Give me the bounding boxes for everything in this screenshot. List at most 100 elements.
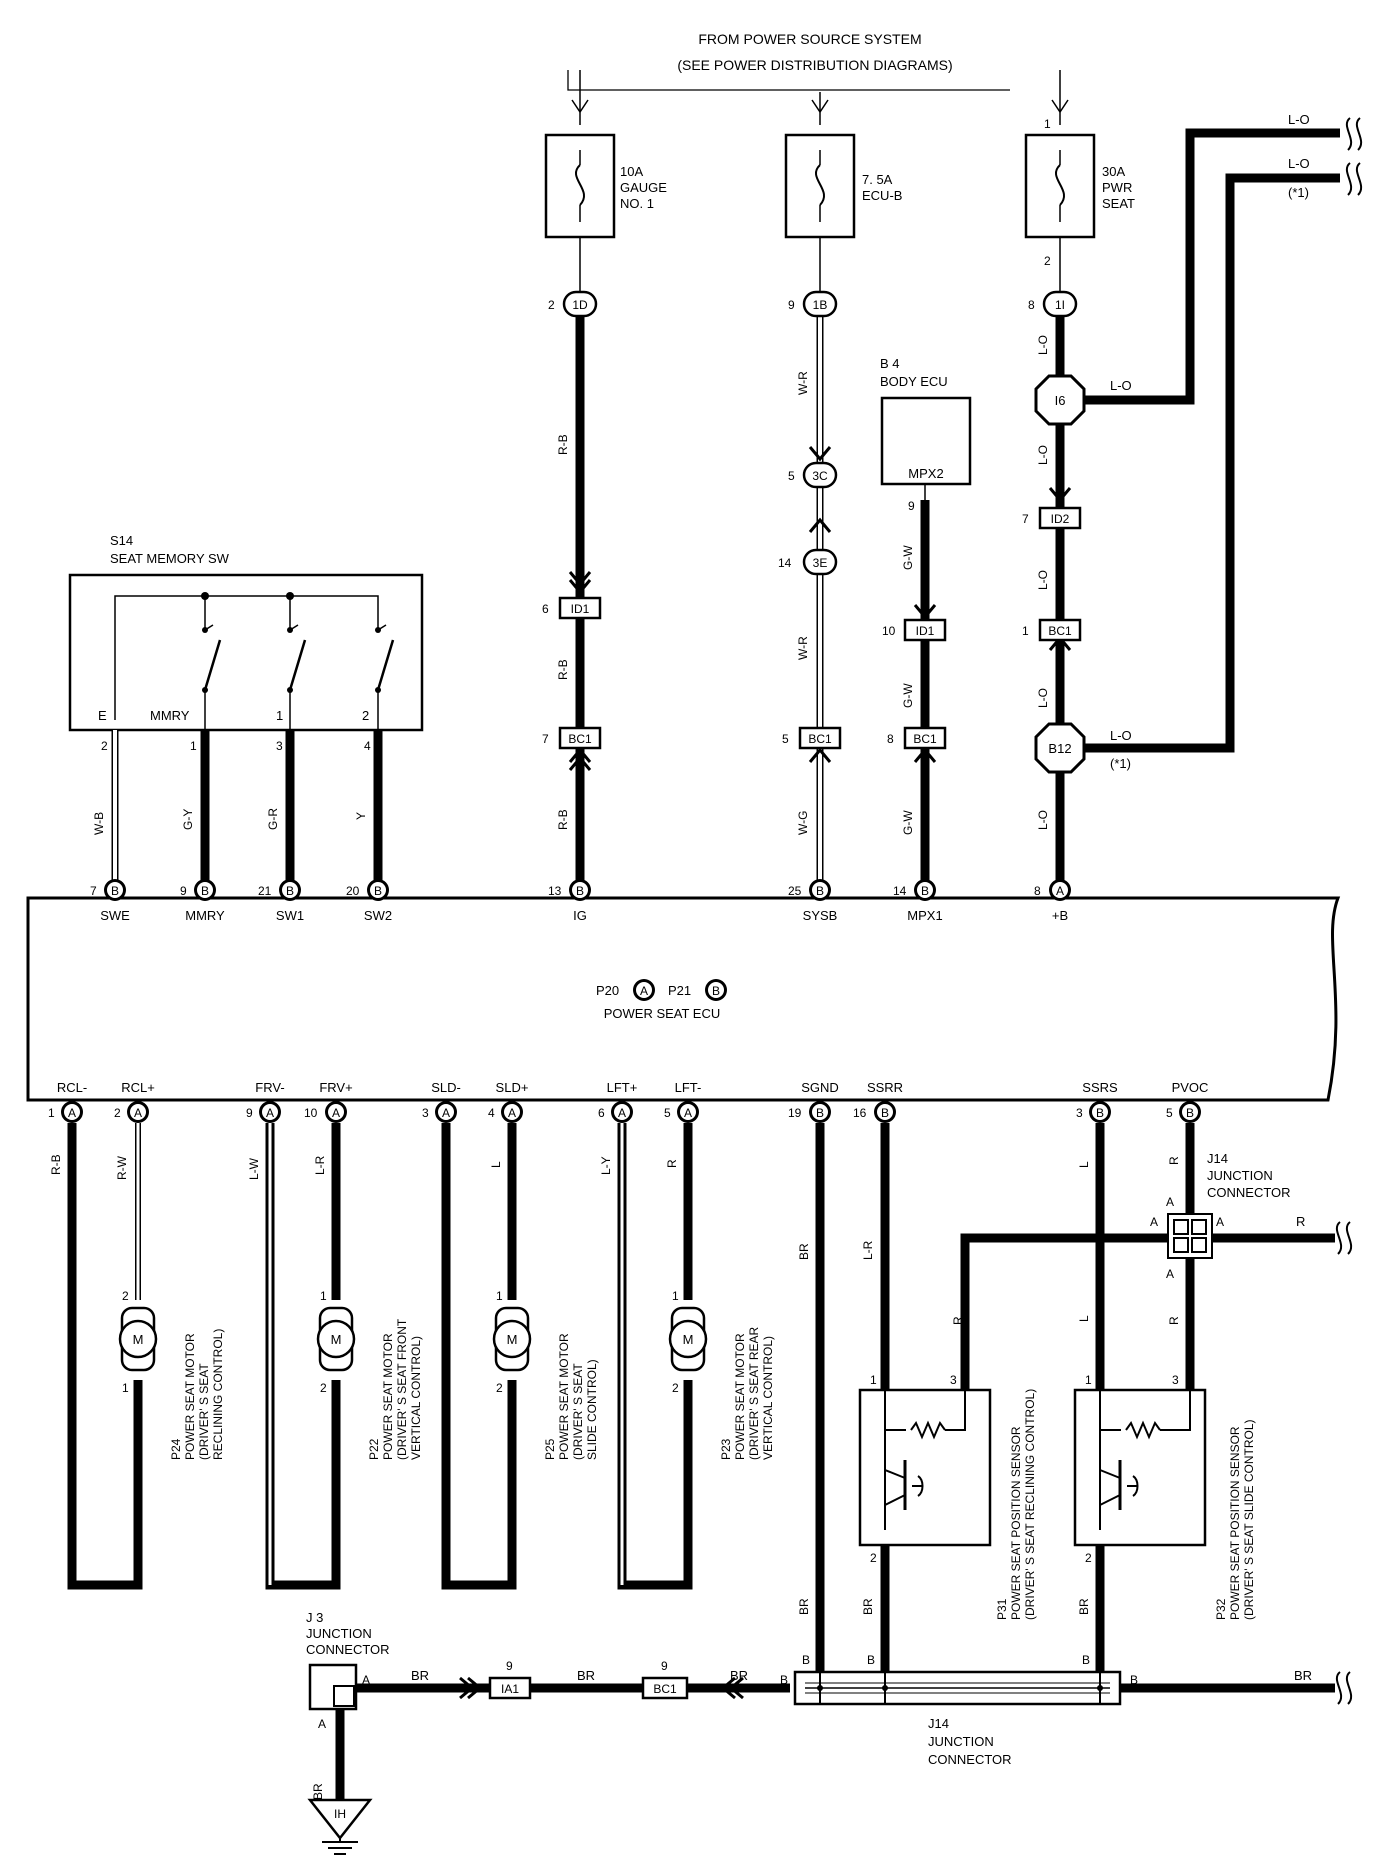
- connector-bc1-a: BC1 7: [542, 726, 602, 750]
- svg-text:P22: P22: [367, 1438, 381, 1460]
- svg-text:A: A: [318, 1717, 326, 1731]
- top-wire-labels: R-B R-B R-B W-R W-R W-G G-W G-W G-W L-O …: [556, 335, 1050, 835]
- wire-lo-top1: L-O: [1288, 112, 1310, 127]
- svg-text:14: 14: [778, 556, 792, 570]
- svg-text:SLD-: SLD-: [431, 1080, 461, 1095]
- svg-text:G-W: G-W: [901, 810, 915, 835]
- svg-text:G-Y: G-Y: [181, 809, 195, 830]
- svg-text:B: B: [1130, 1673, 1138, 1687]
- wire-br-1: BR: [411, 1668, 429, 1683]
- connector-id1-a: ID1 6: [542, 596, 602, 620]
- svg-text:E: E: [98, 708, 107, 723]
- junction-j14-top: J14 JUNCTION CONNECTOR A A A A: [1150, 1151, 1291, 1281]
- svg-text:2: 2: [672, 1381, 679, 1395]
- ecu-terminal-sld-minus: SLD- A 3: [422, 1080, 461, 1123]
- motor-p23: M 1 2 P23 POWER SEAT MOTOR (DRIVER' S SE…: [668, 1289, 775, 1460]
- svg-text:16: 16: [853, 1106, 867, 1120]
- svg-text:IA1: IA1: [501, 1682, 519, 1696]
- wire-arrows: [568, 446, 1072, 771]
- wire-br-2: BR: [577, 1668, 595, 1683]
- svg-text:2: 2: [114, 1106, 121, 1120]
- svg-text:1: 1: [190, 739, 197, 753]
- ecu-terminal-lft-minus: LFT- A 5: [664, 1080, 701, 1123]
- svg-text:25: 25: [788, 884, 802, 898]
- svg-text:1: 1: [1022, 624, 1029, 638]
- svg-text:14: 14: [893, 884, 907, 898]
- ecu-terminal-rcl-minus: RCL- A 1: [48, 1080, 87, 1123]
- header-line2: (SEE POWER DISTRIBUTION DIAGRAMS): [677, 57, 952, 73]
- ecu-bottom-terminals: RCL- A 1 RCL+ A 2 FRV- A 9 FRV+ A 10 SLD…: [48, 1080, 1208, 1123]
- svg-text:CONNECTOR: CONNECTOR: [928, 1752, 1012, 1767]
- svg-text:P24: P24: [169, 1438, 183, 1460]
- svg-text:1: 1: [672, 1289, 679, 1303]
- svg-text:P23: P23: [719, 1438, 733, 1460]
- junction-j3: J 3 JUNCTION CONNECTOR A A: [306, 1610, 390, 1731]
- svg-text:2: 2: [1085, 1551, 1092, 1565]
- svg-text:6: 6: [542, 602, 549, 616]
- svg-text:R-B: R-B: [556, 659, 570, 680]
- ground-ih: IH: [307, 1798, 373, 1855]
- bottom-wire-labels: R-B R-W L-W L-R L L-Y R BR L-R R L L R R…: [49, 1154, 1181, 1800]
- svg-text:3: 3: [276, 739, 283, 753]
- svg-text:CONNECTOR: CONNECTOR: [306, 1642, 390, 1657]
- svg-text:JUNCTION: JUNCTION: [928, 1734, 994, 1749]
- svg-text:P31: P31: [995, 1598, 1009, 1620]
- ecu-terminal-sgnd: SGND B 19: [788, 1080, 839, 1123]
- ecu-terminal-frv-plus: FRV+ A 10: [304, 1080, 353, 1123]
- svg-text:W-R: W-R: [796, 371, 810, 395]
- svg-text:A: A: [618, 1106, 626, 1120]
- svg-text:RCL+: RCL+: [121, 1080, 155, 1095]
- svg-text:L-O: L-O: [1036, 335, 1050, 355]
- svg-text:FRV-: FRV-: [255, 1080, 284, 1095]
- svg-text:5: 5: [782, 732, 789, 746]
- svg-text:B: B: [576, 884, 584, 898]
- svg-text:3: 3: [1172, 1373, 1179, 1387]
- svg-text:2: 2: [362, 708, 369, 723]
- svg-text:A: A: [1150, 1215, 1158, 1229]
- ecu-terminal-ig: B 13 IG: [548, 879, 591, 923]
- connector-1d: 1D 2: [548, 290, 598, 318]
- top-wires: [575, 128, 1340, 895]
- svg-text:BR: BR: [311, 1783, 325, 1800]
- ecu-terminal-sw2: B 20 SW2: [346, 879, 392, 923]
- svg-text:B: B: [111, 884, 119, 898]
- svg-text:2: 2: [122, 1289, 129, 1303]
- svg-text:JUNCTION: JUNCTION: [306, 1626, 372, 1641]
- wire-lo-b12: L-O: [1110, 728, 1132, 743]
- svg-text:R: R: [1167, 1156, 1181, 1165]
- svg-text:4: 4: [364, 739, 371, 753]
- connector-bc1-e: BC1 9: [641, 1659, 689, 1700]
- svg-text:A: A: [640, 984, 648, 998]
- svg-text:L-O: L-O: [1036, 688, 1050, 708]
- connector-ia1: IA1 9: [488, 1659, 532, 1700]
- svg-text:FRV+: FRV+: [319, 1080, 352, 1095]
- motor-p22: M 1 2 P22 POWER SEAT MOTOR (DRIVER' S SE…: [316, 1289, 423, 1460]
- svg-text:W-B: W-B: [92, 812, 106, 835]
- ecu-terminal-rcl-plus: RCL+ A 2: [114, 1080, 155, 1123]
- svg-text:3E: 3E: [813, 556, 828, 570]
- svg-text:W-G: W-G: [796, 811, 810, 835]
- svg-text:B: B: [1082, 1653, 1090, 1667]
- svg-text:P25: P25: [543, 1438, 557, 1460]
- svg-text:(DRIVER' S SEAT RECLINING CONT: (DRIVER' S SEAT RECLINING CONTROL): [1023, 1389, 1037, 1620]
- svg-text:1: 1: [1085, 1373, 1092, 1387]
- header-line1: FROM POWER SOURCE SYSTEM: [698, 31, 921, 47]
- fuse-pwrseat-pin-top: 1: [1044, 117, 1051, 131]
- fuse-gauge-name1: GAUGE: [620, 180, 667, 195]
- junction-j14-bottom: B B B B B J14 JUNCTION CONNECTOR: [780, 1653, 1138, 1767]
- svg-text:A: A: [1056, 884, 1064, 898]
- svg-text:B: B: [780, 1673, 788, 1687]
- svg-text:5: 5: [1166, 1106, 1173, 1120]
- body-ecu: B 4 BODY ECU MPX2 9: [880, 356, 972, 513]
- fuse-gauge: 10A GAUGE NO. 1: [544, 133, 667, 239]
- svg-text:SYSB: SYSB: [803, 908, 838, 923]
- wire-br-right: BR: [1294, 1668, 1312, 1683]
- svg-text:SLIDE CONTROL): SLIDE CONTROL): [585, 1359, 599, 1460]
- ecu-terminal-mpx1: B 14 MPX1: [893, 879, 943, 923]
- note-top: (*1): [1288, 185, 1309, 200]
- motor-p25: M 1 2 P25 POWER SEAT MOTOR (DRIVER' S SE…: [492, 1289, 599, 1460]
- svg-text:SW2: SW2: [364, 908, 392, 923]
- splice-i6: I6: [1034, 374, 1086, 426]
- svg-text:R-W: R-W: [115, 1155, 129, 1180]
- svg-text:ID1: ID1: [571, 602, 590, 616]
